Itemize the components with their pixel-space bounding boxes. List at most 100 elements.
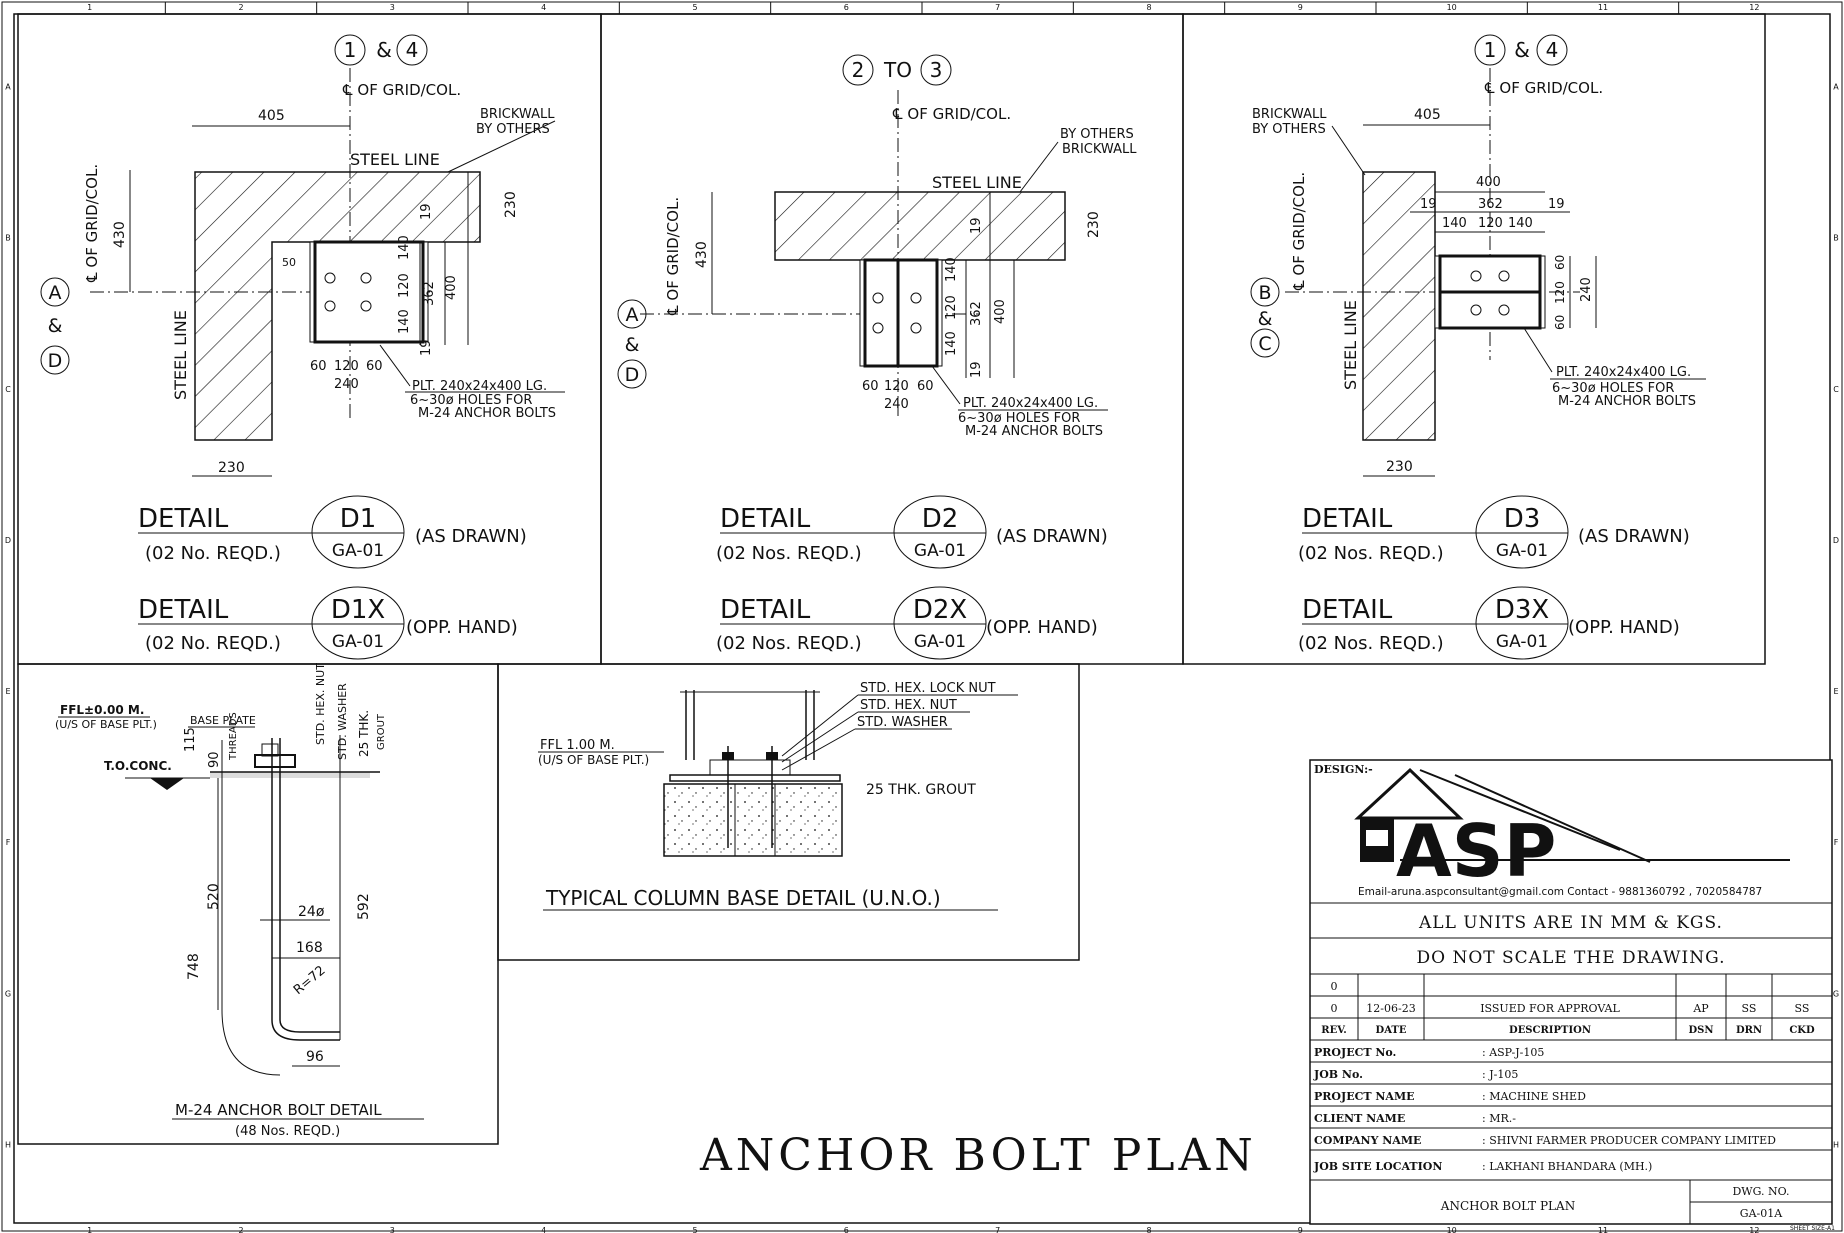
dim: 430 xyxy=(694,241,710,268)
dim: 140 xyxy=(397,235,412,260)
grid-bubble: 1 xyxy=(1484,38,1497,62)
plate-note: PLT. 240x24x400 LG. xyxy=(412,379,547,394)
dim: 50 xyxy=(282,256,296,269)
dim: 60 xyxy=(917,379,934,394)
dim: 230 xyxy=(503,191,519,218)
lock-nut-label: STD. HEX. LOCK NUT xyxy=(860,681,996,696)
plate-note: 6~30ø HOLES FOR xyxy=(410,393,532,408)
dim: 748 xyxy=(186,953,202,980)
brickwall-label: BRICKWALL xyxy=(480,107,555,122)
ffl-label: FFL 1.00 M. xyxy=(540,738,615,753)
plate-note: M-24 ANCHOR BOLTS xyxy=(418,406,556,421)
detail-word: DETAIL xyxy=(1302,504,1393,534)
detail-note: (AS DRAWN) xyxy=(1578,526,1690,547)
info-label: JOB SITE LOCATION xyxy=(1313,1160,1442,1173)
dim: 362 xyxy=(422,281,437,306)
detail-word: DETAIL xyxy=(138,504,229,534)
border-row-letter: A xyxy=(5,83,11,92)
dim: 19 xyxy=(1420,197,1437,212)
plate-note: M-24 ANCHOR BOLTS xyxy=(1558,394,1696,409)
detail-note: (OPP. HAND) xyxy=(1568,617,1680,638)
dim: 230 xyxy=(1386,459,1413,475)
dim: 362 xyxy=(1478,197,1503,212)
dim: R=72 xyxy=(291,963,329,998)
rev-ckd: SS xyxy=(1795,1002,1810,1015)
dim: 19 xyxy=(969,217,984,234)
plate-note: 6~30ø HOLES FOR xyxy=(958,411,1080,426)
detail-qty: (02 No. REQD.) xyxy=(145,633,281,654)
border-row-letter: G xyxy=(1833,989,1839,998)
detail-d3: 1 & 4 ℄ OF GRID/COL. STEEL LINE BRICKWAL… xyxy=(1250,34,1706,660)
info-label: COMPANY NAME xyxy=(1314,1134,1421,1147)
grid-join: & xyxy=(625,334,640,356)
plate-note: PLT. 240x24x400 LG. xyxy=(963,396,1098,411)
border-row-letter: B xyxy=(1833,234,1839,243)
rev-date: 12-06-23 xyxy=(1366,1002,1415,1015)
dim: 400 xyxy=(444,275,459,300)
detail-word: DETAIL xyxy=(720,595,811,625)
panel-frames xyxy=(17,13,1766,1145)
contact-line: Email-aruna.aspconsultant@gmail.com Cont… xyxy=(1358,886,1762,898)
dim: 592 xyxy=(356,893,372,920)
detail-word: DETAIL xyxy=(1302,595,1393,625)
border-col-number: 9 xyxy=(1298,1226,1303,1233)
dim: 120 xyxy=(884,379,909,394)
dim: 400 xyxy=(993,299,1008,324)
brickwall-label: BY OTHERS xyxy=(1252,122,1326,137)
dim: 405 xyxy=(1414,107,1441,123)
grid-row-label: ℄ OF GRID/COL. xyxy=(1290,172,1308,291)
detail-note: (AS DRAWN) xyxy=(415,526,527,547)
grid-join: & xyxy=(376,38,392,62)
grid-col-label: ℄ OF GRID/COL. xyxy=(342,81,461,99)
dim: 240 xyxy=(884,397,909,412)
grid-row-label: ℄ OF GRID/COL. xyxy=(664,197,682,316)
border-col-number: 2 xyxy=(238,3,243,12)
rev-header: REV. xyxy=(1321,1025,1346,1036)
border-row-letter: E xyxy=(1833,687,1838,696)
detail-note: (OPP. HAND) xyxy=(406,617,518,638)
dim: 140 xyxy=(1442,216,1467,231)
info-label: CLIENT NAME xyxy=(1314,1112,1405,1125)
border-col-number: 1 xyxy=(87,1226,92,1233)
detail-qty: (02 Nos. REQD.) xyxy=(1298,633,1444,654)
border-col-number: 5 xyxy=(692,3,697,12)
grid-bubble: C xyxy=(1258,333,1271,355)
dim: 140 xyxy=(397,309,412,334)
rev-header: DRN xyxy=(1736,1025,1762,1036)
border-col-number: 12 xyxy=(1749,3,1759,12)
grid-join: & xyxy=(1514,38,1530,62)
detail-word: DETAIL xyxy=(720,504,811,534)
detail-word: DETAIL xyxy=(138,595,229,625)
dim: 24ø xyxy=(298,904,325,920)
grid-bubble: 4 xyxy=(406,38,419,62)
steel-line-label: STEEL LINE xyxy=(350,150,440,169)
detail-tag: D3 xyxy=(1504,504,1541,534)
grout-label: 25 THK. xyxy=(357,710,371,757)
detail-ref: GA-01 xyxy=(914,541,966,561)
washer-label: STD. WASHER xyxy=(857,715,948,730)
dim: 60 xyxy=(1553,315,1567,330)
info-label: PROJECT NAME xyxy=(1314,1090,1415,1103)
detail-ref: GA-01 xyxy=(332,541,384,561)
dim: 120 xyxy=(1553,281,1567,304)
border-row-letter: A xyxy=(1833,83,1839,92)
dim: 96 xyxy=(306,1049,324,1065)
detail-d1: 1 & 4 ℄ OF GRID/COL. STEEL LINE STEEL LI… xyxy=(40,34,565,660)
title-block: DESIGN:- ASP Email-aruna.aspconsultant@g… xyxy=(1309,759,1833,1225)
border-col-number: 11 xyxy=(1598,3,1608,12)
detail-ref: GA-01 xyxy=(914,632,966,652)
plan-title: ANCHOR BOLT PLAN xyxy=(699,1130,1257,1181)
grid-bubble: 2 xyxy=(852,58,865,82)
border-row-letter: H xyxy=(1833,1140,1839,1149)
detail-tag: D1X xyxy=(331,595,385,625)
dim: 230 xyxy=(218,460,245,476)
dim: 430 xyxy=(112,221,128,248)
dim: 140 xyxy=(944,257,959,282)
border-col-number: 7 xyxy=(995,3,1000,12)
border-row-letter: C xyxy=(1833,385,1839,394)
brickwall-label: BY OTHERS xyxy=(1060,127,1134,142)
threads-label: THREADS xyxy=(228,712,239,761)
info-label: PROJECT No. xyxy=(1314,1046,1396,1059)
